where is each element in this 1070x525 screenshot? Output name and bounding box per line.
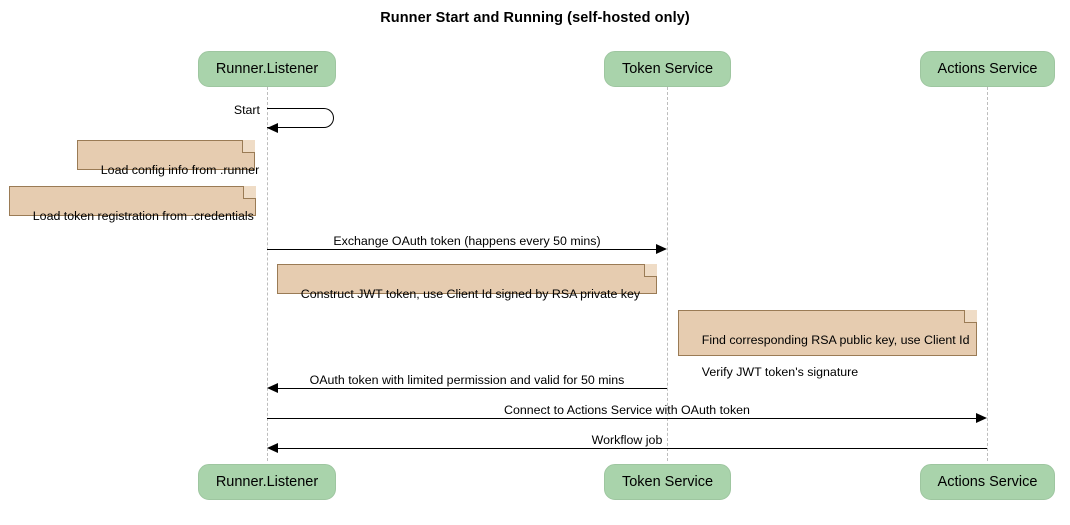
- message-label-exchange: Exchange OAuth token (happens every 50 m…: [333, 234, 601, 248]
- arrowhead-workflow: [267, 443, 278, 453]
- participant-label: Runner.Listener: [215, 61, 319, 77]
- lifeline-token: [667, 87, 668, 461]
- message-line-exchange: [267, 249, 657, 250]
- arrowhead-connect: [976, 413, 987, 423]
- note-load-config: Load config info from .runner: [77, 140, 259, 177]
- participant-label: Token Service: [621, 474, 714, 490]
- note-verify-jwt: Find corresponding RSA public key, use C…: [678, 310, 977, 379]
- participant-label: Token Service: [621, 61, 714, 77]
- lifeline-runner: [267, 87, 268, 461]
- participant-actions-top[interactable]: Actions Service: [920, 51, 1055, 87]
- message-line-workflow: [278, 448, 987, 449]
- lifeline-actions: [987, 87, 988, 461]
- note-construct-jwt: Construct JWT token, use Client Id signe…: [277, 264, 657, 301]
- arrowhead-exchange: [656, 244, 667, 254]
- message-label-oauth-token: OAuth token with limited permission and …: [309, 373, 625, 387]
- message-line-connect: [267, 418, 977, 419]
- participant-token-top[interactable]: Token Service: [604, 51, 731, 87]
- diagram-title: Runner Start and Running (self-hosted on…: [380, 10, 690, 26]
- message-label-start: Start: [233, 103, 260, 117]
- note-fold-corner: [964, 310, 977, 323]
- note-fold-corner: [644, 264, 657, 277]
- note-text: Load token registration from .credential…: [32, 209, 254, 223]
- message-line-oauth-token: [278, 388, 667, 389]
- note-load-credentials: Load token registration from .credential…: [9, 186, 256, 223]
- note-text: Construct JWT token, use Client Id signe…: [300, 287, 641, 301]
- participant-token-bottom[interactable]: Token Service: [604, 464, 731, 500]
- note-fold-corner: [242, 140, 255, 153]
- participant-label: Actions Service: [937, 474, 1038, 490]
- message-label-workflow: Workflow job: [591, 433, 663, 447]
- message-selfloop-start: [267, 108, 334, 128]
- arrowhead-start: [267, 123, 278, 133]
- participant-label: Actions Service: [937, 61, 1038, 77]
- message-label-connect: Connect to Actions Service with OAuth to…: [504, 403, 750, 417]
- note-text: Load config info from .runner: [100, 163, 260, 177]
- participant-actions-bottom[interactable]: Actions Service: [920, 464, 1055, 500]
- arrowhead-oauth-token: [267, 383, 278, 393]
- note-text-line2: Verify JWT token's signature: [701, 365, 859, 379]
- note-fold-corner: [243, 186, 256, 199]
- participant-runner-top[interactable]: Runner.Listener: [198, 51, 336, 87]
- participant-runner-bottom[interactable]: Runner.Listener: [198, 464, 336, 500]
- participant-label: Runner.Listener: [215, 474, 319, 490]
- note-text-line1: Find corresponding RSA public key, use C…: [701, 333, 970, 347]
